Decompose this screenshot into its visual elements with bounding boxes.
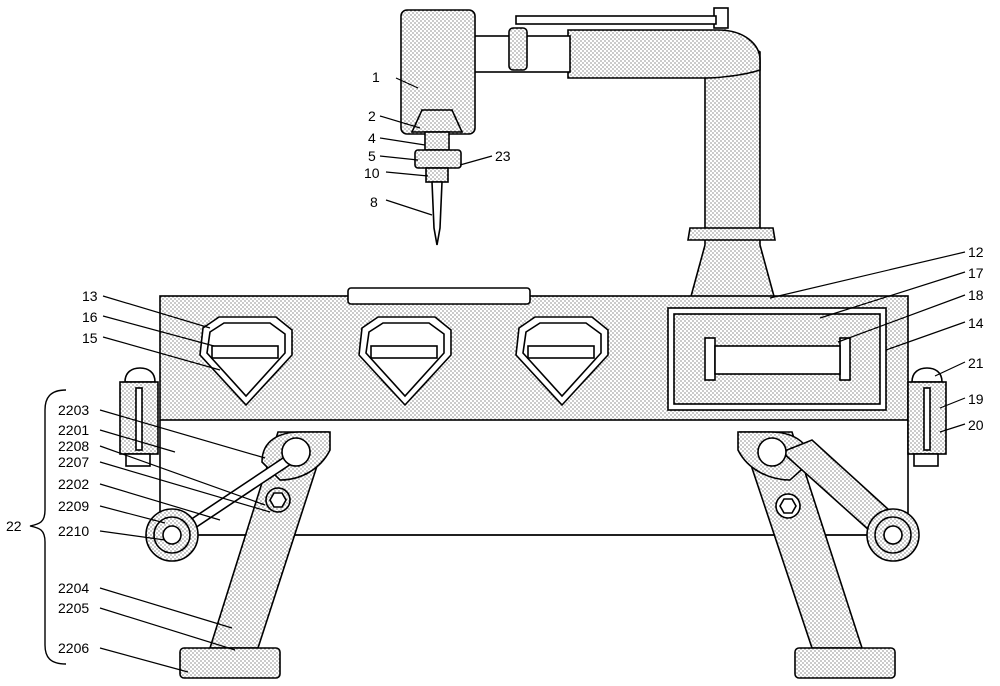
table-top-strip [347, 287, 531, 305]
label-4: 4 [368, 130, 376, 146]
label-2202: 2202 [58, 476, 89, 492]
label-2201: 2201 [58, 422, 89, 438]
label-2205: 2205 [58, 600, 89, 616]
drill-bit [431, 181, 443, 246]
label-1: 1 [372, 69, 380, 85]
pentagon-holder-1 [199, 316, 293, 407]
label-16: 16 [82, 309, 98, 325]
arm-cable-guide [515, 15, 717, 25]
label-2204: 2204 [58, 580, 89, 596]
control-roller [714, 345, 841, 375]
left-foot [179, 647, 281, 679]
label-13: 13 [82, 288, 98, 304]
label-19: 19 [968, 391, 984, 407]
collet [425, 167, 449, 183]
label-2: 2 [368, 108, 376, 124]
label-2206: 2206 [58, 640, 89, 656]
label-18: 18 [968, 287, 984, 303]
label-5: 5 [368, 148, 376, 164]
right-top-pivot [757, 437, 787, 467]
pentagon-clamp-3 [527, 345, 595, 359]
label-21: 21 [968, 355, 984, 371]
pentagon-holders [199, 316, 609, 407]
label-15: 15 [82, 330, 98, 346]
right-bolt-head [911, 367, 943, 383]
arm-upper-segment [567, 29, 761, 79]
label-14: 14 [968, 315, 984, 331]
label-23: 23 [495, 148, 511, 164]
left-top-pivot [281, 437, 311, 467]
right-foot [794, 647, 896, 679]
label-20: 20 [968, 417, 984, 433]
spindle-nut [414, 149, 462, 169]
arm-joint-collar [508, 27, 528, 71]
pentagon-clamp-1 [211, 345, 279, 359]
label-12: 12 [968, 244, 984, 260]
control-roller-left-cap [704, 337, 716, 381]
label-8: 8 [370, 194, 378, 210]
pentagon-holder-3 [515, 316, 609, 407]
label-2203: 2203 [58, 402, 89, 418]
left-bolt-head [124, 367, 156, 383]
control-roller-right-cap [839, 337, 851, 381]
pentagon-clamp-2 [370, 345, 438, 359]
label-2209: 2209 [58, 498, 89, 514]
label-2210: 2210 [58, 523, 89, 539]
label-22-brace [29, 389, 67, 665]
spindle-shaft [424, 131, 450, 151]
label-2207: 2207 [58, 454, 89, 470]
pentagon-holder-2 [358, 316, 452, 407]
label-2208: 2208 [58, 438, 89, 454]
label-17: 17 [968, 265, 984, 281]
arm-base-flange [687, 227, 776, 241]
label-10: 10 [364, 165, 380, 181]
label-22: 22 [6, 518, 22, 534]
